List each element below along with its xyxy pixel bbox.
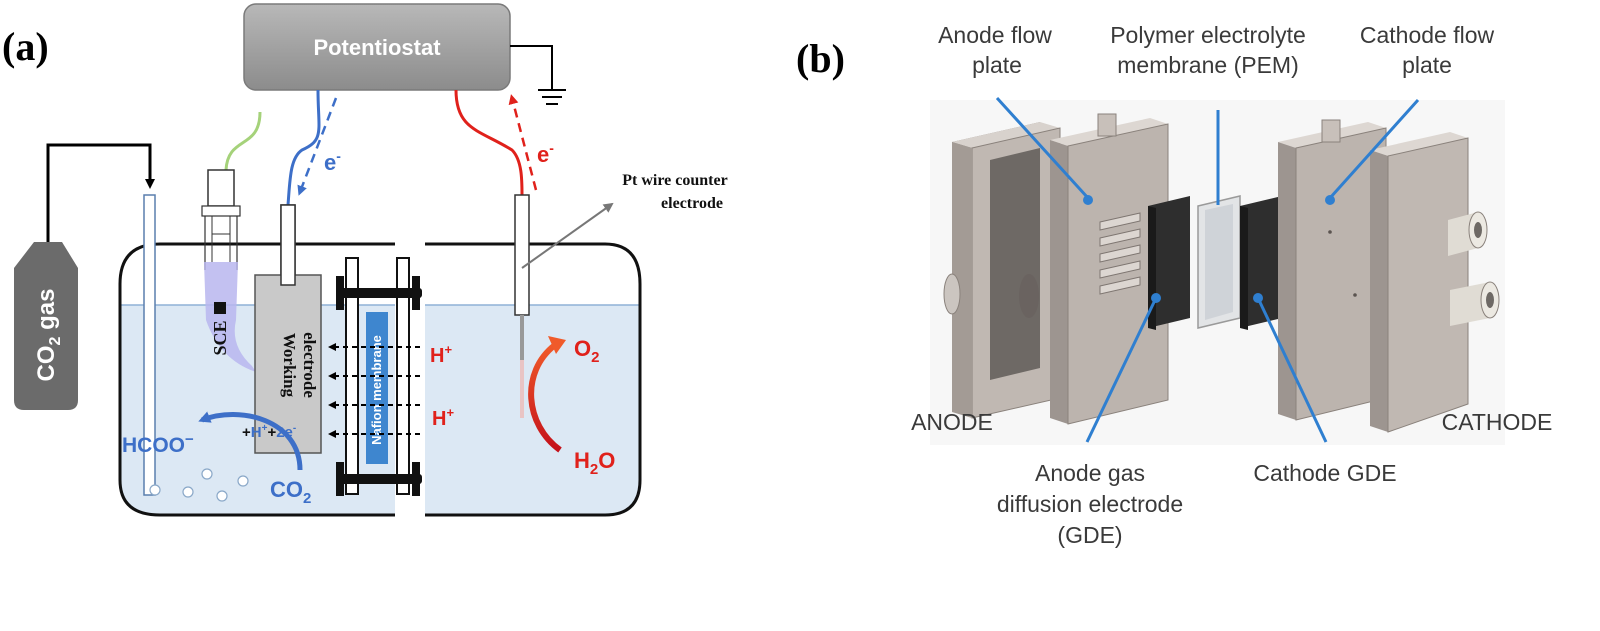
pt-wire-label-line1: Pt wire counter: [622, 172, 727, 189]
gas-inlet-tube: [143, 194, 156, 496]
ground-icon: [510, 45, 566, 105]
cathode-flow-plate: [1278, 119, 1387, 421]
co2-gas-cylinder: CO2 gas: [14, 242, 78, 410]
anode-gde: [1148, 196, 1190, 330]
reaction-label: +H++2e-: [242, 423, 296, 441]
cathode-gde: [1240, 196, 1282, 330]
h-plus-label-2: H+: [432, 405, 454, 430]
co2-reduction-arrow: [198, 411, 303, 471]
electron-label-right: e-: [537, 140, 554, 167]
pt-wire-callout-arrow: [521, 202, 614, 269]
working-electrode: Working electrode: [254, 89, 322, 454]
o2-label: O2: [574, 336, 599, 366]
anode-end-plate: [943, 122, 1061, 419]
working-electrode-label-line1: Working: [280, 333, 299, 398]
anode-flow-plate-label-line2: plate: [972, 52, 1022, 78]
callout-dots: [1083, 195, 1335, 303]
cathode-gde-label: Cathode GDE: [1253, 460, 1396, 486]
sce-label: SCE: [210, 320, 230, 355]
callout-lines: [995, 96, 1420, 443]
anode-label: ANODE: [911, 409, 993, 435]
pem-label-line1: Polymer electrolyte: [1110, 22, 1306, 48]
nafion-label: Nafion membrane: [369, 335, 384, 445]
anode-gde-label-line2: diffusion electrode: [997, 491, 1183, 517]
cathode-end-plate: [1370, 132, 1500, 433]
co2-gas-label: CO2 gas: [33, 289, 64, 382]
proton-flow-arrows: [328, 343, 420, 438]
pem: [1197, 195, 1241, 329]
pem-label-line2: membrane (PEM): [1117, 52, 1298, 78]
anode-flow-plate: [1050, 113, 1169, 425]
panel-a-label: (a): [2, 24, 49, 69]
sce-reference-electrode: SCE: [201, 111, 262, 372]
electron-flow-arrow-left: [297, 97, 338, 196]
electron-flow-arrow-right: [508, 94, 538, 191]
pt-counter-electrode: [454, 89, 530, 418]
anode-flow-plate-label-line1: Anode flow: [938, 22, 1052, 48]
gas-inlet-line: [46, 143, 155, 242]
anode-gde-label-line1: Anode gas: [1035, 460, 1145, 486]
hcoo-label: HCOO−: [122, 431, 194, 457]
working-electrode-label-line2: electrode: [300, 332, 319, 398]
co2-cathode-label: CO2: [270, 477, 311, 507]
gas-bubbles: [149, 468, 249, 502]
electron-label-left: e-: [324, 148, 341, 175]
h2o-label: H2O: [574, 448, 615, 478]
cathode-flow-plate-label-line2: plate: [1402, 52, 1452, 78]
cathode-flow-plate-label-line1: Cathode flow: [1360, 22, 1495, 48]
pt-wire-label-line2: electrode: [661, 195, 723, 212]
panel-b-label: (b): [796, 36, 845, 81]
cathode-label: CATHODE: [1442, 409, 1553, 435]
potentiostat: Potentiostat: [243, 3, 511, 91]
potentiostat-label: Potentiostat: [313, 35, 441, 60]
water-oxidation-arrow: [528, 342, 562, 453]
h-plus-label-1: H+: [430, 342, 452, 367]
anode-gde-label-line3: (GDE): [1057, 522, 1122, 548]
